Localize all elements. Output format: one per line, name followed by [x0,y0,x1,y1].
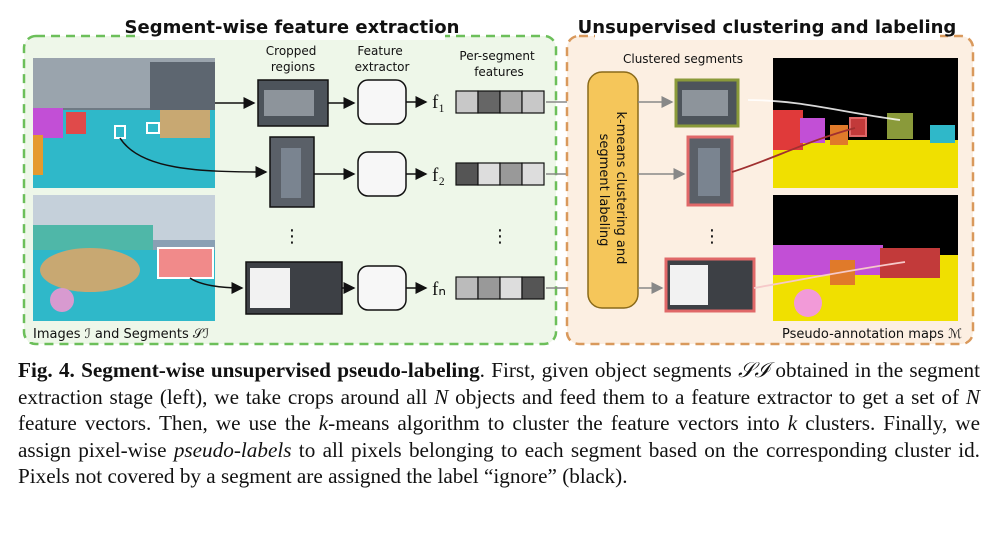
clustered-crop-1 [674,78,740,128]
input-image-1 [33,58,215,188]
caption-fig-label: Fig. 4. [18,358,75,382]
feature-label-n: fₙ [432,279,446,300]
caption-symbol: N [434,384,449,409]
caption-text: feature vectors. Then, we use the [18,411,319,436]
feature-label-2: f₂ [432,165,445,186]
pseudo-map-2 [773,195,958,321]
figure-diagram: Segment-wise feature extraction Cropped … [22,17,975,346]
caption-symbol: k [787,411,798,436]
right-panel-title: Unsupervised clustering and labeling [578,17,957,38]
caption-symbol: 𝒮ℐ [737,358,770,382]
input-image-2 [33,195,215,321]
col-cropped-header: Cropped regions [266,44,320,74]
caption-symbol: N [965,384,981,409]
feature-vector-n [455,276,545,300]
pseudo-map-1 [773,58,958,188]
crop-n [245,261,343,315]
kmeans-label: k-means clustering and segment labeling [596,111,628,268]
col-features-header: Per-segment features [459,49,538,79]
feature-vector-2 [455,162,545,186]
crop-1 [257,79,329,127]
left-dots-features: ⋮ [491,226,509,247]
clustered-crop-2 [686,135,734,207]
caption-symbol: k [318,411,329,436]
feature-label-1: f₁ [432,92,445,113]
feature-extractor-n [357,265,407,311]
feature-extractor-1 [357,79,407,125]
caption-text: clusters. Finally, we assign pixel-wise [18,411,980,462]
left-panel-title: Segment-wise feature extraction [125,17,460,38]
caption-text: objects and feed them to a feature extra… [448,384,966,409]
feature-vector-1 [455,90,545,114]
caption-text: to all pixels belonging to each segment … [18,437,980,489]
left-panel-bottom-label: Images ℐ and Segments 𝒮ℐ [33,327,209,342]
figure-caption: Fig. 4. Segment-wise unsupervised pseudo… [18,357,980,490]
clustered-crop-n [664,257,756,313]
right-dots: ⋮ [703,226,721,247]
caption-fig-title: Segment-wise unsupervised pseudo-labelin… [81,358,480,382]
caption-text: -means algorithm to cluster the feature … [328,411,788,436]
caption-text: . First, given object segments [479,358,738,382]
crop-2 [269,136,315,208]
kmeans-box [587,71,639,309]
feature-extractor-2 [357,151,407,197]
right-panel-bottom-label: Pseudo-annotation maps ℳ [782,327,962,342]
clustered-segments-label: Clustered segments [623,52,743,66]
left-dots-crops: ⋮ [283,226,301,247]
col-extractor-header: Feature extractor [355,44,410,74]
caption-text: obtained in the segment extraction stage… [18,358,980,409]
caption-emphasis: pseudo-labels [173,437,292,462]
